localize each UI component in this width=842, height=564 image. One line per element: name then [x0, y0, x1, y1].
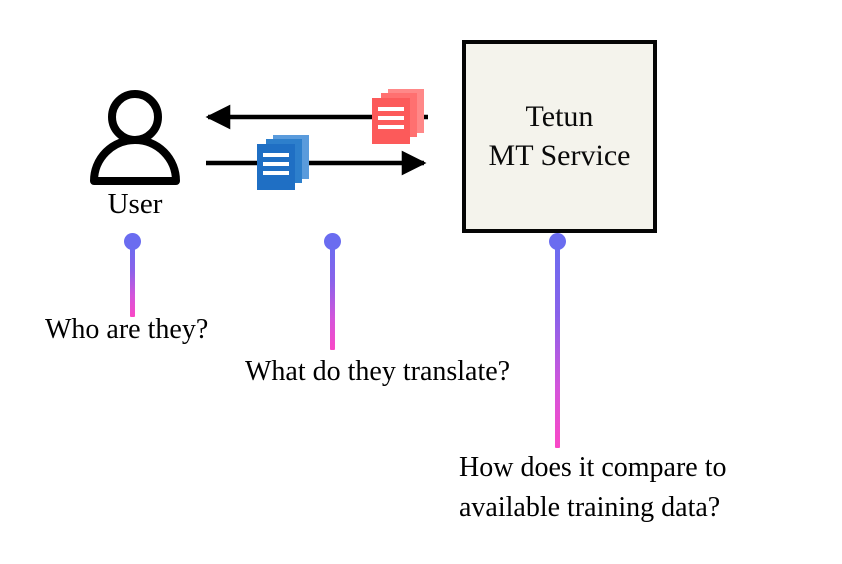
pin-dot	[124, 233, 141, 250]
pin-dot	[549, 233, 566, 250]
service-title-line-2: MT Service	[488, 138, 631, 172]
document-stack-icon-blue	[251, 134, 313, 192]
user-person-icon	[85, 85, 185, 185]
user-label: User	[107, 188, 163, 220]
pin-stem	[330, 245, 335, 350]
pin-dot	[324, 233, 341, 250]
service-title-line-1: Tetun	[525, 100, 594, 134]
question-label-content: What do they translate?	[245, 356, 511, 387]
tetun-mt-service-box[interactable]: Tetun MT Service	[462, 40, 657, 233]
pin-stem	[555, 245, 560, 448]
question-label-service: How does it compare to available trainin…	[459, 452, 727, 523]
pin-stem	[130, 245, 135, 317]
question-label-user: Who are they?	[45, 314, 209, 345]
document-stack-icon-red	[366, 88, 428, 146]
